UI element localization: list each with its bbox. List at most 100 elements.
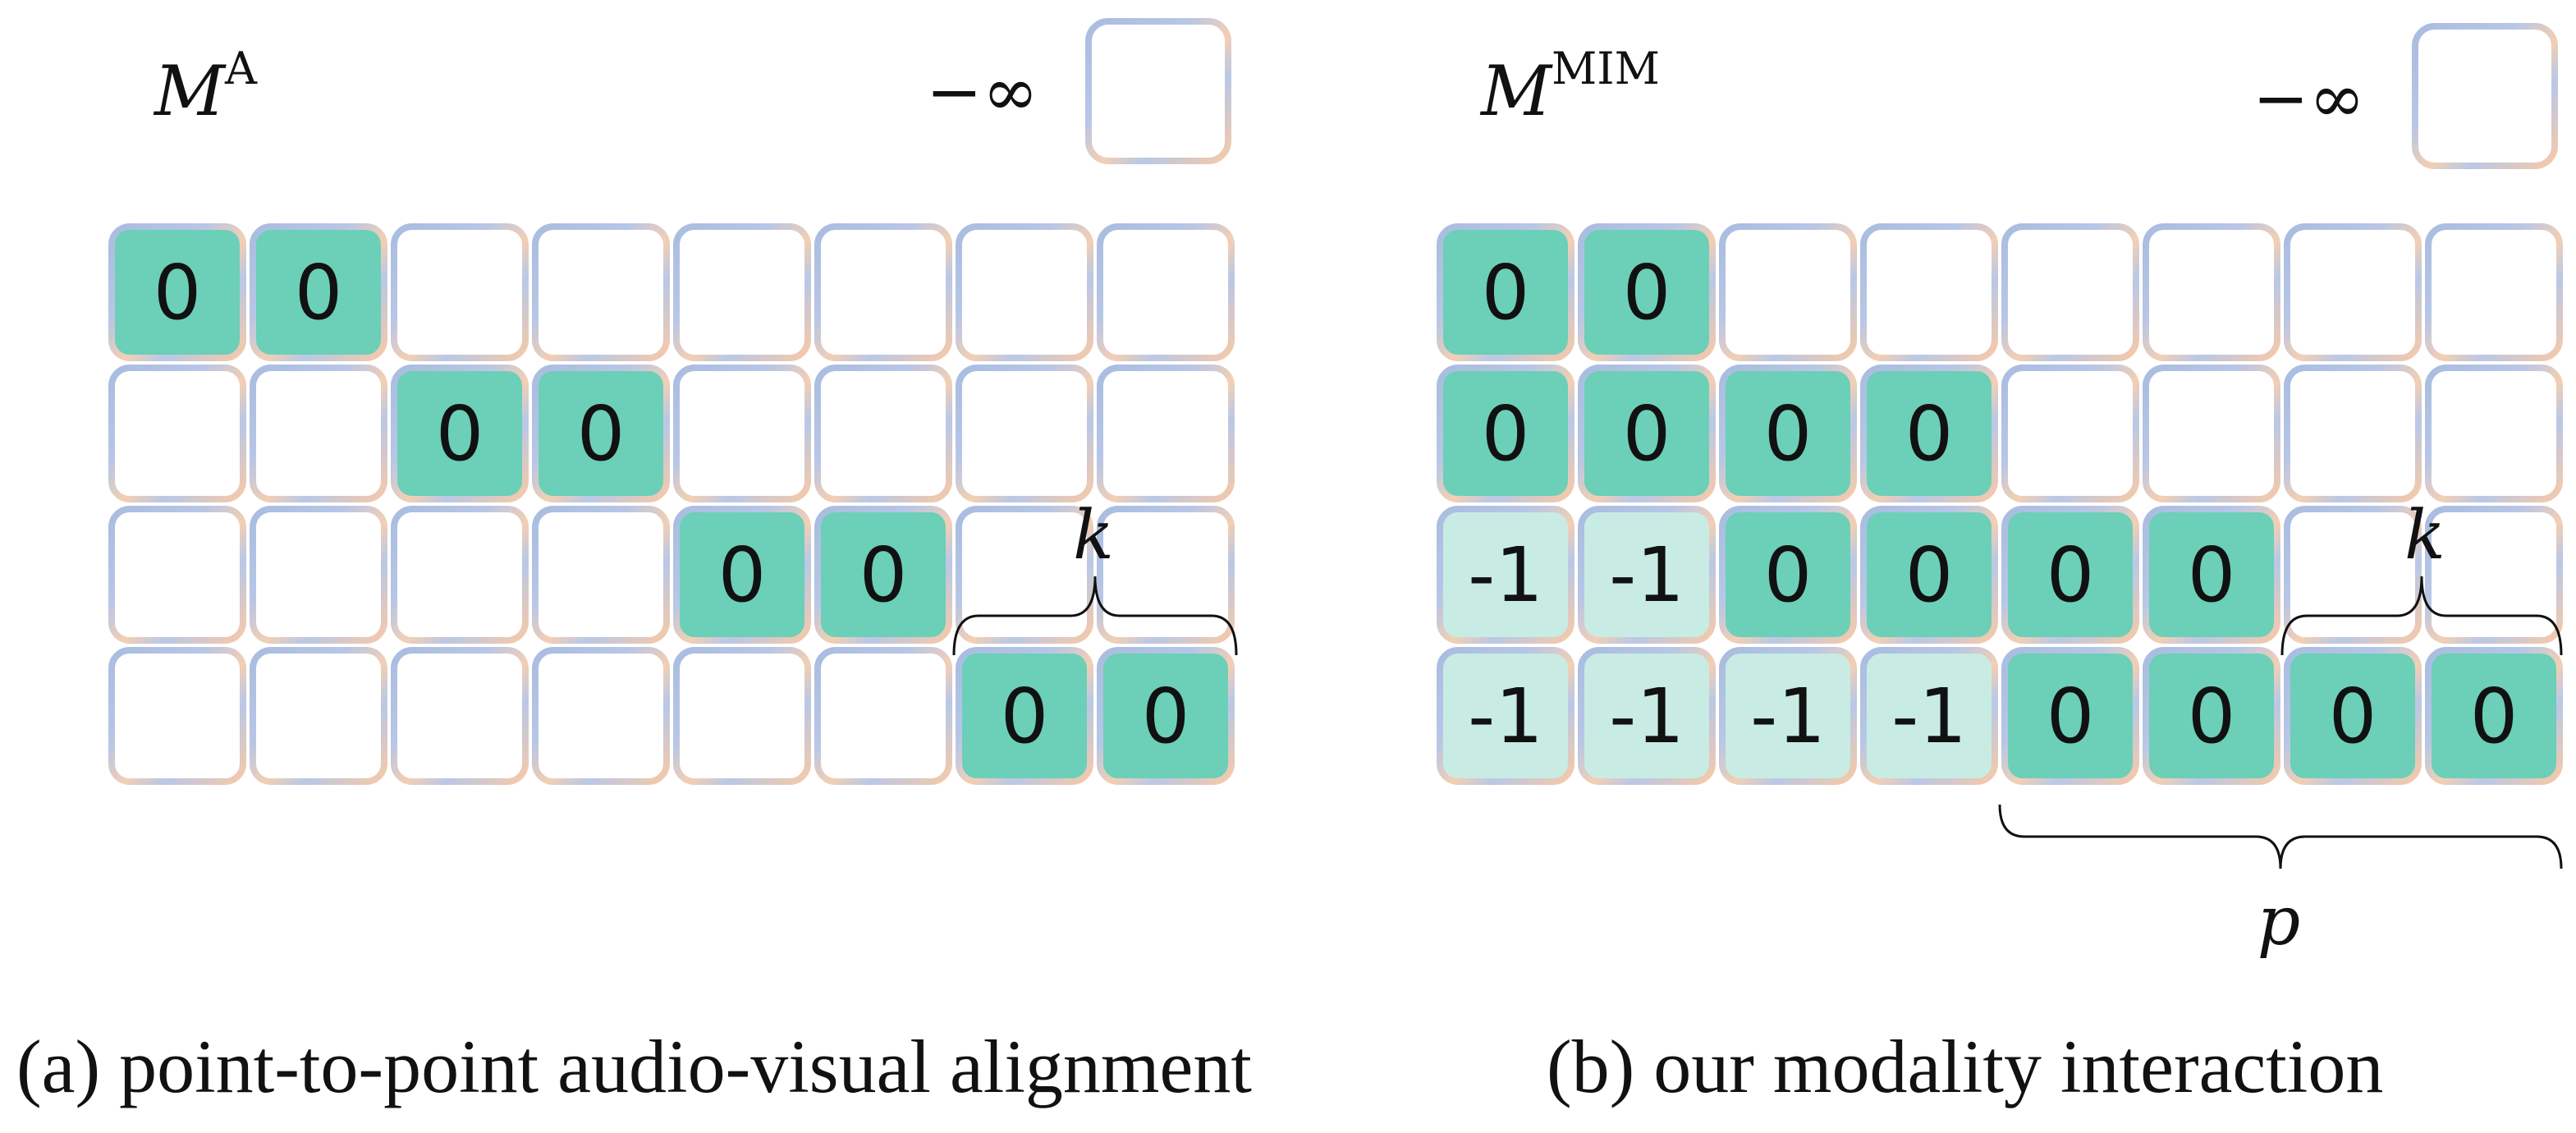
label-k-b: k xyxy=(2404,497,2445,575)
mask-cell-value: 0 xyxy=(718,531,767,619)
mask-cell xyxy=(2001,223,2139,361)
mask-cell-value: 0 xyxy=(154,249,202,337)
mask-cell-value: 0 xyxy=(1905,390,1954,478)
mask-cell xyxy=(532,647,670,785)
legend-symbol-a: −∞ xyxy=(926,53,1038,131)
mask-cell: 0 xyxy=(2001,506,2139,644)
mask-cell xyxy=(2143,365,2280,502)
mask-cell-value: 0 xyxy=(295,249,343,337)
mask-cell: 0 xyxy=(391,365,529,502)
mask-cell-value: -1 xyxy=(1468,672,1543,760)
mask-cell xyxy=(250,647,387,785)
mask-cell-value: -1 xyxy=(1609,672,1684,760)
mask-cell: 0 xyxy=(2284,647,2422,785)
mask-cell: 0 xyxy=(1437,365,1574,502)
mask-cell xyxy=(1860,223,1998,361)
mask-cell xyxy=(1097,223,1235,361)
mask-cell: 0 xyxy=(1719,365,1857,502)
mask-cell xyxy=(1097,365,1235,502)
mask-cell xyxy=(108,647,246,785)
mask-cell: 0 xyxy=(1578,365,1716,502)
mask-cell xyxy=(956,506,1093,644)
mask-cell: -1 xyxy=(1578,506,1716,644)
mask-cell-value: 0 xyxy=(577,390,626,478)
mask-cell: 0 xyxy=(532,365,670,502)
mask-cell: -1 xyxy=(1578,647,1716,785)
mask-cell-value: 0 xyxy=(1764,531,1813,619)
mask-cell-value: -1 xyxy=(1891,672,1967,760)
mask-cell xyxy=(2143,223,2280,361)
mask-cell xyxy=(250,506,387,644)
mask-cell: 0 xyxy=(1578,223,1716,361)
mask-cell xyxy=(814,223,952,361)
mask-cell-value: 0 xyxy=(859,531,908,619)
mask-cell xyxy=(2425,365,2563,502)
brace-p-b xyxy=(1998,804,2563,869)
mask-cell: 0 xyxy=(2001,647,2139,785)
mask-cell xyxy=(673,223,811,361)
label-k-a: k xyxy=(1073,497,1114,575)
mask-cell: 0 xyxy=(1860,365,1998,502)
matrix-label-a: MA xyxy=(153,43,258,131)
mask-cell xyxy=(391,223,529,361)
mask-cell: -1 xyxy=(1860,647,1998,785)
mask-cell-value: 0 xyxy=(2470,672,2519,760)
mask-cell: 0 xyxy=(814,506,952,644)
mask-cell-value: 0 xyxy=(2188,531,2236,619)
mask-cell-value: 0 xyxy=(1905,531,1954,619)
brace-path xyxy=(952,576,1238,656)
mask-cell: -1 xyxy=(1437,647,1574,785)
mask-cell: 0 xyxy=(1719,506,1857,644)
mask-cell xyxy=(532,223,670,361)
mask-cell xyxy=(108,365,246,502)
matrix-label-b: MMIM xyxy=(1479,43,1660,131)
mask-cell xyxy=(673,365,811,502)
mask-cell xyxy=(250,365,387,502)
mask-cell: 0 xyxy=(2143,647,2280,785)
legend-symbol-b: −∞ xyxy=(2253,60,2365,138)
mask-cell: 0 xyxy=(673,506,811,644)
brace-k-b xyxy=(2280,576,2563,656)
mask-cell-value: 0 xyxy=(2329,672,2377,760)
brace-path xyxy=(2280,576,2563,656)
mask-cell xyxy=(814,647,952,785)
legend-swatch-a xyxy=(1085,18,1231,164)
mask-cell-value: 0 xyxy=(1623,390,1671,478)
mask-cell-value: -1 xyxy=(1468,531,1543,619)
mask-cell-value: 0 xyxy=(1001,672,1049,760)
mask-cell xyxy=(2284,365,2422,502)
mask-cell: 0 xyxy=(250,223,387,361)
mask-cell: 0 xyxy=(1437,223,1574,361)
mask-cell-value: 0 xyxy=(1482,390,1530,478)
mask-cell xyxy=(2284,223,2422,361)
brace-path xyxy=(1998,804,2563,869)
legend-swatch-b xyxy=(2412,23,2558,169)
mask-cell xyxy=(391,647,529,785)
mask-cell-value: 0 xyxy=(2047,531,2095,619)
brace-k-a xyxy=(952,576,1238,656)
mask-cell-value: 0 xyxy=(1482,249,1530,337)
mask-cell xyxy=(814,365,952,502)
mask-cell-value: 0 xyxy=(2188,672,2236,760)
mask-cell-value: -1 xyxy=(1750,672,1826,760)
mask-cell xyxy=(956,223,1093,361)
mask-cell: 0 xyxy=(2143,506,2280,644)
mask-cell: -1 xyxy=(1719,647,1857,785)
mask-cell: 0 xyxy=(2425,647,2563,785)
mask-cell xyxy=(2284,506,2422,644)
label-p-b: p xyxy=(2257,883,2301,961)
mask-cell xyxy=(956,365,1093,502)
mask-cell xyxy=(2425,506,2563,644)
mask-cell xyxy=(2425,223,2563,361)
mask-cell: 0 xyxy=(1097,647,1235,785)
mask-cell: 0 xyxy=(1860,506,1998,644)
mask-cell xyxy=(1097,506,1235,644)
mask-cell xyxy=(1719,223,1857,361)
mask-cell: 0 xyxy=(956,647,1093,785)
caption-a: (a) point-to-point audio-visual alignmen… xyxy=(16,1025,1252,1108)
